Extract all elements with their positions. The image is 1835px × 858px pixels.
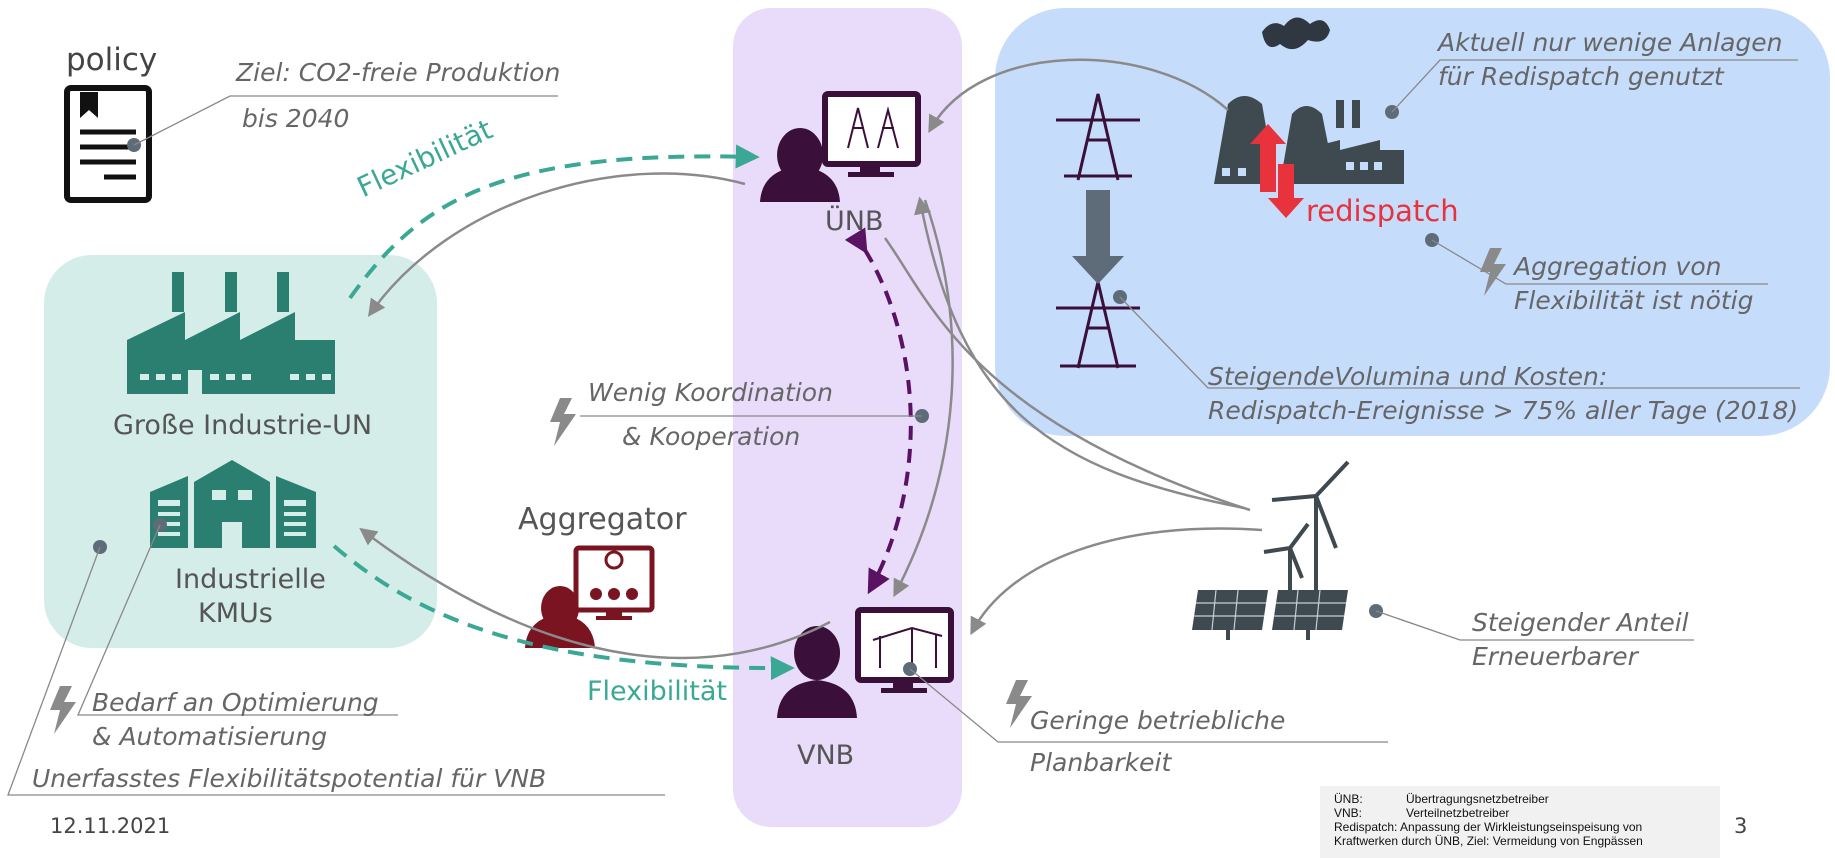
planning-note-line2: Planbarkeit xyxy=(1030,748,1172,777)
down-arrow-shape xyxy=(1072,190,1124,284)
tso-label: ÜNB xyxy=(825,206,884,237)
page-number: 3 xyxy=(1734,814,1748,838)
legend-row: Redispatch: Anpassung der Wirkleistungse… xyxy=(1334,820,1643,834)
aggregation-note-line2: Flexibilität ist nötig xyxy=(1514,286,1754,315)
policy-document-icon xyxy=(64,85,152,203)
renewables-icon xyxy=(1192,460,1350,640)
legend-row: ÜNB:Übertragungsnetzbetreiber xyxy=(1334,792,1549,806)
sme-label-line1: Industrielle xyxy=(175,564,326,595)
policy-heading: policy xyxy=(66,42,158,78)
untapped-note: Unerfasstes Flexibilitätspotential für V… xyxy=(32,764,547,793)
coordination-arrow xyxy=(844,227,913,595)
policy-goal-line1: Ziel: CO2-freie Produktion xyxy=(236,58,561,87)
coordination-line1: Wenig Koordination xyxy=(588,378,833,407)
aggregation-note-line1: Aggregation von xyxy=(1514,252,1722,281)
aggregator-label: Aggregator xyxy=(518,502,687,537)
planning-note-line1: Geringe betriebliche xyxy=(1030,706,1286,735)
optimization-note-line1: Bedarf an Optimierung xyxy=(92,688,379,717)
aggregator-icon xyxy=(525,545,655,648)
flex-label-bottom: Flexibilität xyxy=(587,676,728,707)
large-factory-icon xyxy=(127,272,335,394)
optimization-note-line2: & Automatisierung xyxy=(92,722,328,751)
dso-label: VNB xyxy=(797,740,855,771)
sme-buildings-icon xyxy=(150,460,316,548)
policy-goal-line2: bis 2040 xyxy=(242,104,350,133)
coordination-line2: & Kooperation xyxy=(622,422,801,451)
flow-arrows xyxy=(359,58,1263,660)
redispatch-arrows-icon xyxy=(1250,124,1304,218)
large-industry-label: Große Industrie-UN xyxy=(113,410,373,441)
dso-operator-icon xyxy=(777,607,954,718)
flex-arrow-bottom xyxy=(332,544,795,681)
legend-row: Kraftwerken durch ÜNB, Ziel: Vermeidung … xyxy=(1334,834,1643,848)
legend-row: VNB:Verteilnetzbetreiber xyxy=(1334,806,1510,820)
plants-note-line1: Aktuell nur wenige Anlagen xyxy=(1438,28,1783,57)
transmission-region xyxy=(995,8,1830,436)
renewables-note-line1: Steigender Anteil xyxy=(1472,608,1689,637)
volume-note-line1: SteigendeVolumina und Kosten: xyxy=(1208,362,1608,391)
legend-box: ÜNB:Übertragungsnetzbetreiber VNB:Vertei… xyxy=(1320,786,1720,858)
volume-note-line2: Redispatch-Ereignisse > 75% aller Tage (… xyxy=(1208,396,1799,425)
redispatch-label: redispatch xyxy=(1306,194,1459,228)
plants-note-line2: für Redispatch genutzt xyxy=(1438,62,1724,91)
tso-operator-icon xyxy=(760,91,921,202)
renewables-note-line2: Erneuerbarer xyxy=(1472,642,1638,671)
lightning-icons xyxy=(50,248,1506,734)
sme-label-line2: KMUs xyxy=(198,598,273,629)
footer-date: 12.11.2021 xyxy=(50,814,171,838)
